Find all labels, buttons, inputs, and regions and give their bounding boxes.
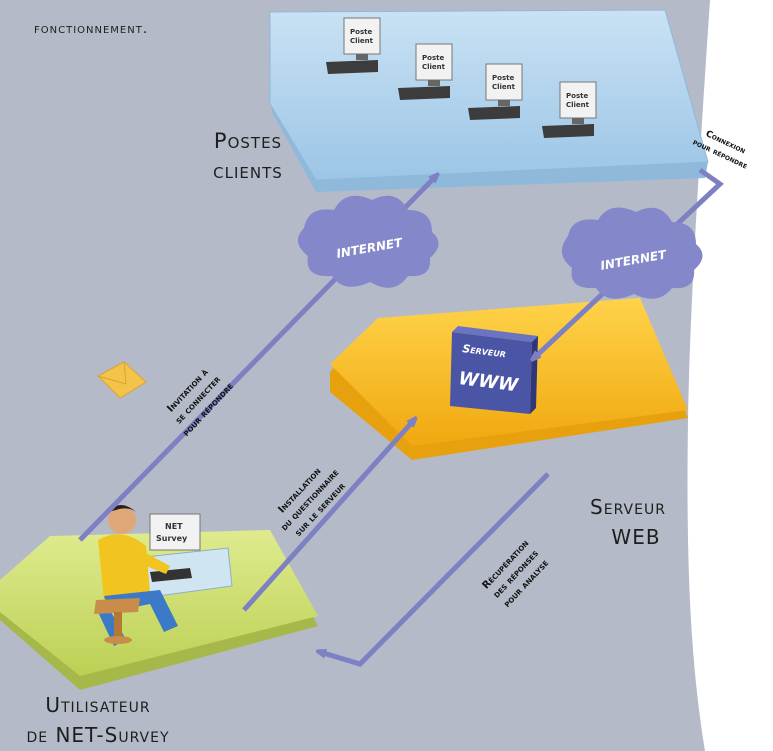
pc-label-bottom: Client (566, 101, 590, 109)
pc-label-bottom: Client (350, 37, 374, 45)
clients-panel (269, 9, 709, 192)
server-label-line2: WEB (611, 525, 660, 549)
pc-label-top: Poste (422, 54, 444, 62)
user-screen-line2: Survey (156, 534, 188, 543)
internet-cloud-right: INTERNET (561, 207, 703, 299)
monitor-icon (149, 513, 201, 551)
client-pc-3: Poste Client (468, 63, 523, 120)
header-text: fonctionnement. (34, 21, 148, 37)
person-icon (94, 505, 178, 646)
keyboard-icon (326, 60, 378, 74)
pc-label-top: Poste (566, 92, 588, 100)
pc-label-bottom: Client (492, 83, 516, 91)
server-machine-label: Serveur (462, 342, 507, 360)
envelope-icon (97, 361, 147, 399)
server-label-line1: Serveur (590, 495, 666, 519)
monitor-icon (343, 17, 381, 55)
server-machine: Serveur WWW (450, 326, 538, 414)
clients-label-line1: Postes (214, 129, 282, 153)
arrow-connexion (534, 167, 724, 358)
internet-cloud-left: INTERNET (297, 195, 439, 288)
keyboard-icon (398, 86, 450, 100)
arrow-installation (242, 420, 414, 612)
clients-label-line2: clients (213, 159, 283, 183)
user-screen-line1: NET (165, 522, 183, 531)
pc-label-top: Poste (492, 74, 514, 82)
user-label-line2: de NET-Survey (26, 723, 169, 747)
keyboard-icon (542, 124, 594, 138)
user-label-line1: Utilisateur (45, 693, 150, 717)
monitor-icon (559, 81, 597, 119)
arrow-recuperation (320, 472, 550, 667)
client-pc-2: Poste Client (398, 43, 453, 100)
pc-label-bottom: Client (422, 63, 446, 71)
client-pc-1: Poste Client (326, 17, 381, 74)
monitor-icon (485, 63, 523, 101)
monitor-icon (415, 43, 453, 81)
client-pc-4: Poste Client (542, 81, 597, 138)
keyboard-icon (468, 106, 520, 120)
pc-label-top: Poste (350, 28, 372, 36)
